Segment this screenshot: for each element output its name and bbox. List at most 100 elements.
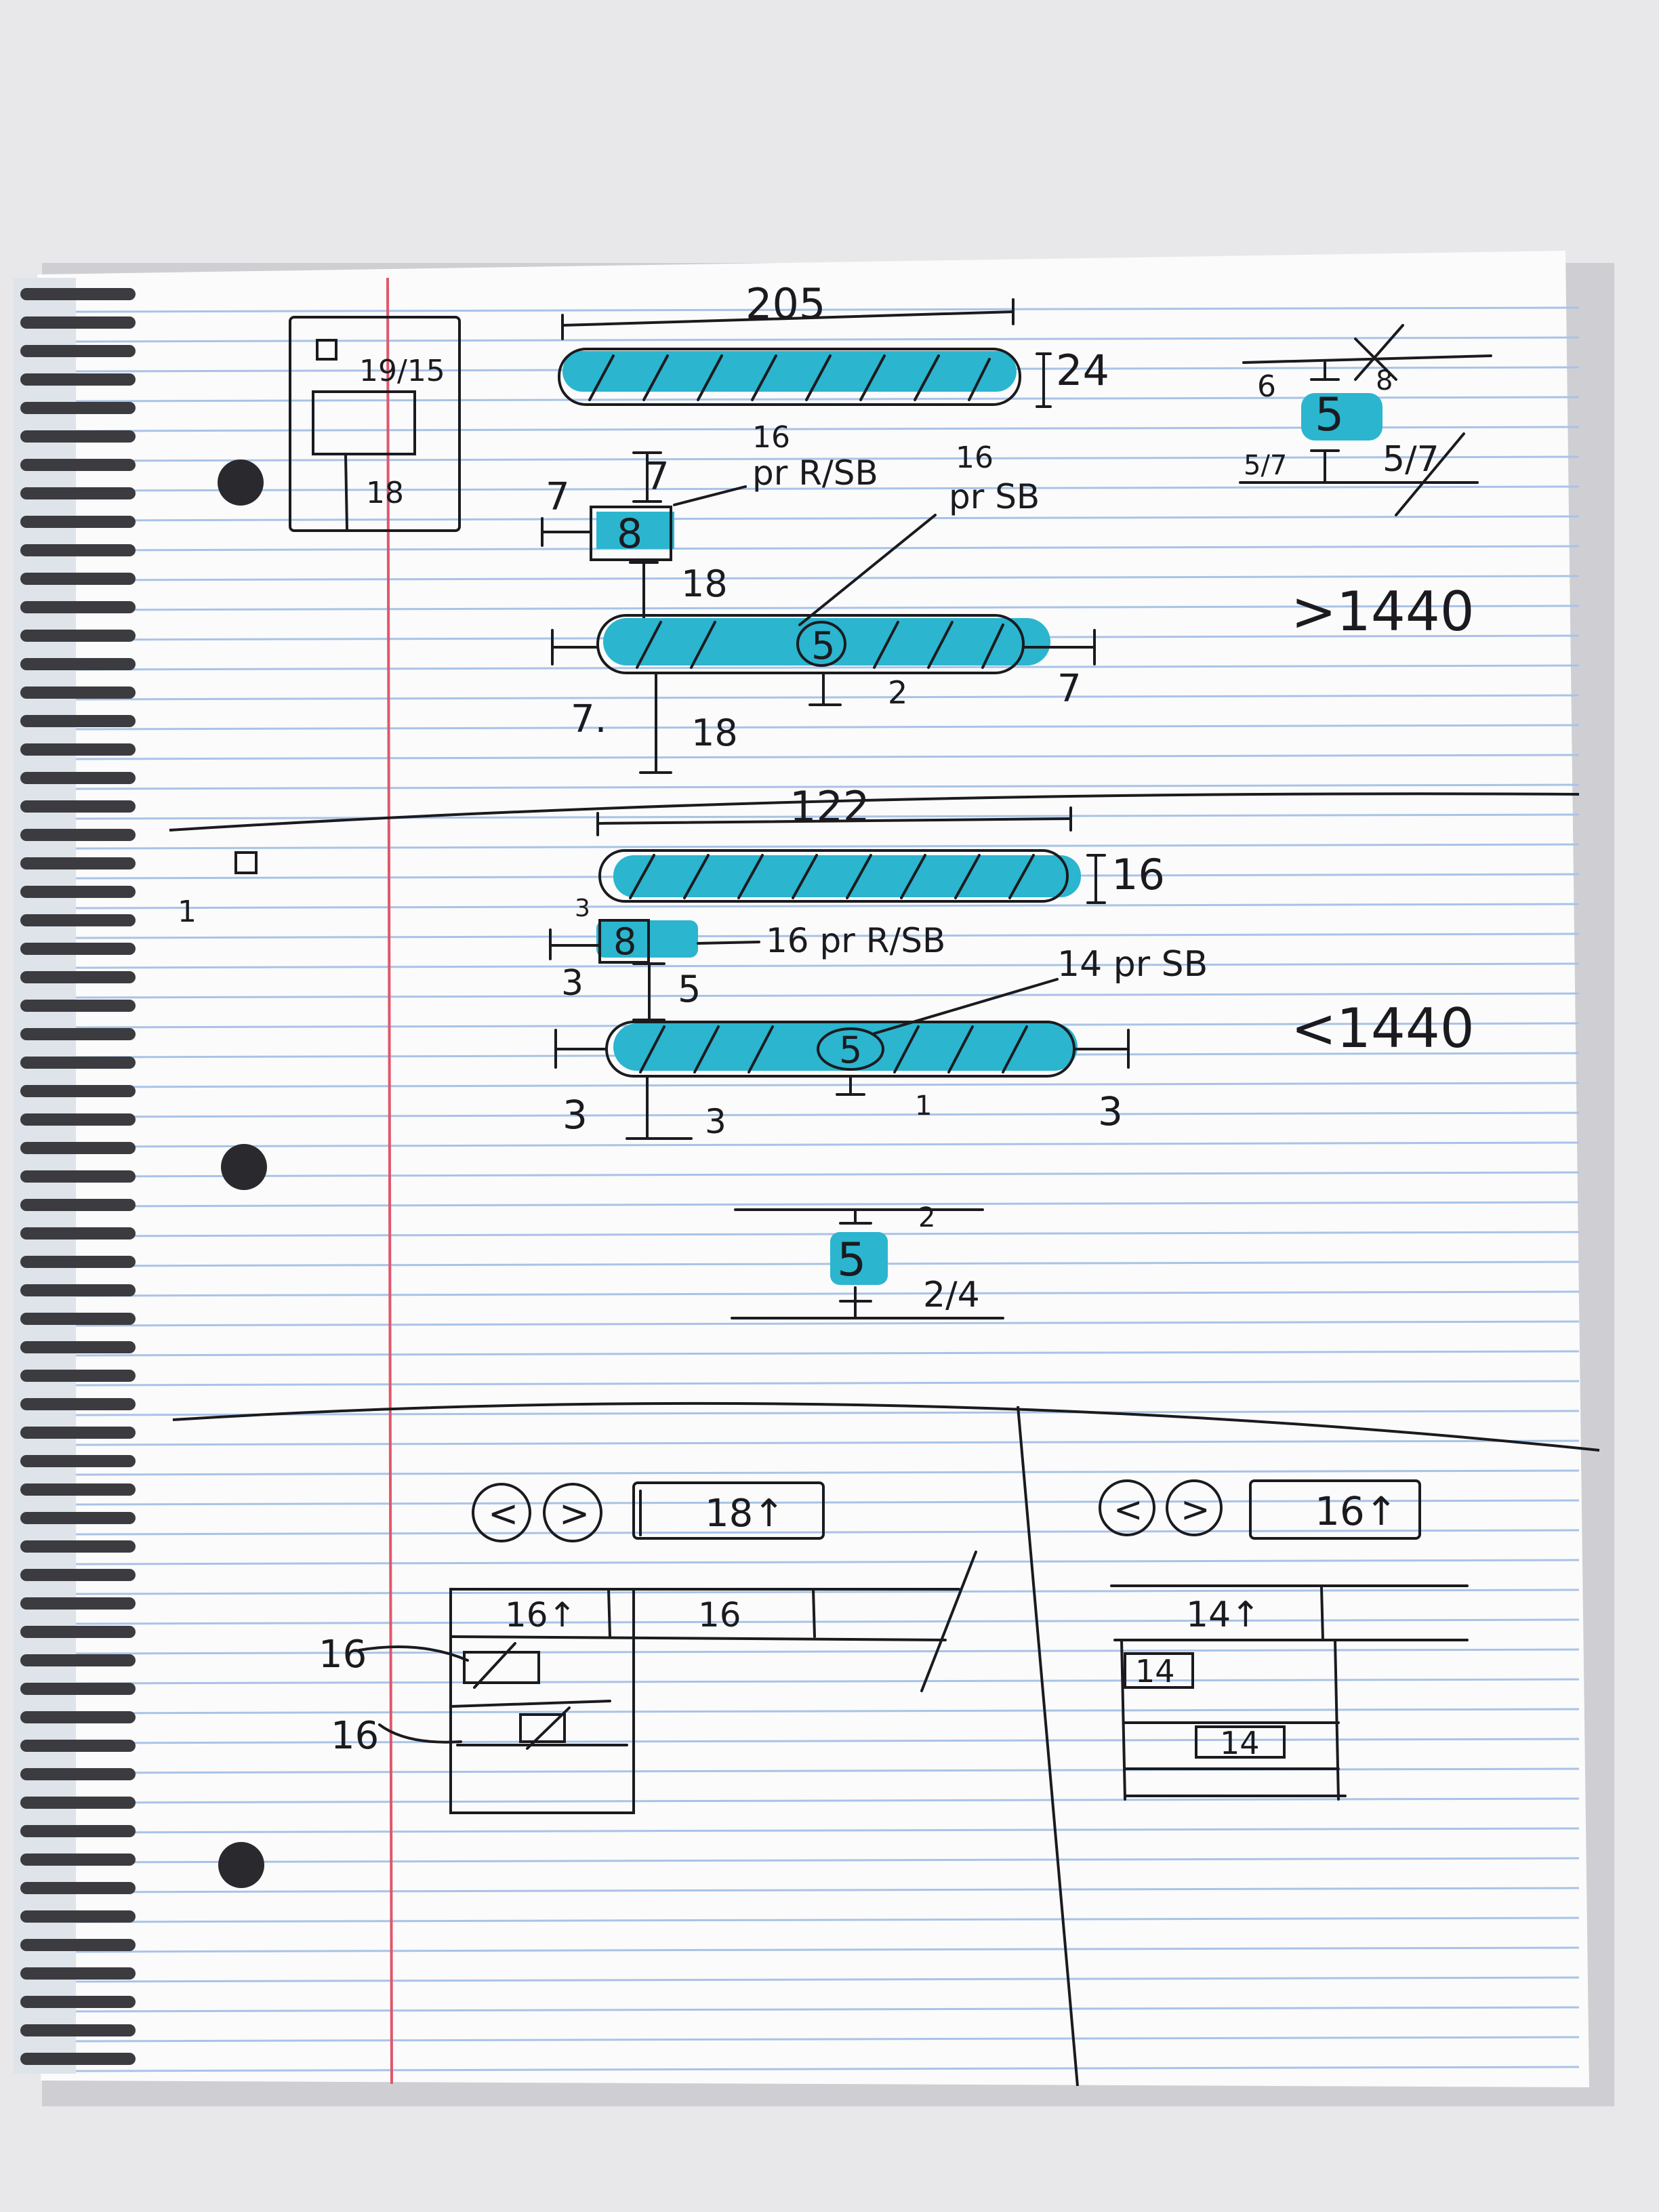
rule-line (75, 1559, 1580, 1565)
mid-title-highlight (613, 855, 1081, 897)
icon-top-margin-mark (632, 451, 662, 503)
punch-hole-middle (221, 1144, 267, 1190)
br-date-field-outline (1249, 1479, 1421, 1540)
ruled-lines (75, 306, 1580, 2072)
spiral-coil (20, 687, 136, 699)
mid-pill-left-label: 3 (562, 1092, 588, 1138)
spiral-coil (20, 373, 136, 386)
spiral-coil (20, 316, 136, 329)
title-bar-outline (558, 348, 1021, 406)
spiral-coil (20, 1427, 136, 1439)
bl-chip-2-strike (526, 1706, 571, 1750)
divider-vertical (1017, 1406, 1079, 2087)
spiral-coil (20, 630, 136, 642)
rule-line (75, 605, 1580, 611)
pill-number-circle (796, 621, 846, 667)
spiral-coil (20, 1853, 136, 1866)
spiral-coil (20, 1313, 136, 1325)
detail-top-spacing (1310, 361, 1340, 381)
pill-left-margin-mark (551, 629, 599, 665)
rule-line (75, 1917, 1580, 1923)
bl-table-header-1: 16↑ (505, 1595, 577, 1635)
spiral-coil (20, 943, 136, 955)
title-bar-highlight (562, 351, 1017, 392)
rule-line (75, 724, 1580, 731)
mid-detail-bottom-spacing (839, 1286, 872, 1319)
spiral-coil (20, 1910, 136, 1923)
spiral-coil (20, 1483, 136, 1496)
title-width-label: 205 (745, 279, 825, 329)
spiral-coil (20, 1085, 136, 1097)
spiral-coil (20, 1967, 136, 1980)
mid-icon-side-margin (549, 928, 601, 960)
mid-icon-outline (598, 919, 650, 964)
mid-width-dimension (596, 817, 1072, 825)
bl-table-header-2: 16 (698, 1595, 741, 1635)
mid-detail-bottom-label: 2/4 (923, 1275, 980, 1315)
spacing-1-label: 18 (681, 562, 728, 605)
spiral-binding (20, 288, 136, 2065)
rule-line (75, 754, 1580, 760)
rule-line (75, 306, 1580, 313)
rule-line (75, 1350, 1580, 1357)
mid-detail-value-label: 5 (837, 1233, 866, 1287)
pill-bottom-spacing-mark (639, 672, 672, 774)
mid-spacing-1-label: 5 (678, 968, 701, 1010)
spiral-coil (20, 857, 136, 869)
rule-line (75, 783, 1580, 790)
pill-hatching (636, 621, 1004, 669)
spiral-coil (20, 1825, 136, 1837)
spiral-coil (20, 1341, 136, 1353)
mid-pill-hatching (639, 1025, 1028, 1073)
bl-next-button: > (559, 1492, 590, 1535)
rule-line (75, 575, 1580, 581)
bl-event-chip-1 (463, 1651, 540, 1684)
mid-checkbox-sketch (234, 851, 258, 874)
icon-value-label: 8 (617, 510, 642, 558)
rule-line (75, 1141, 1580, 1148)
title-height-bracket (1036, 352, 1052, 408)
bl-row-label-2: 16 (331, 1714, 379, 1758)
rule-line (75, 1827, 1580, 1834)
pill-right-label: 7 (1057, 667, 1082, 711)
bl-row-line-1 (449, 1700, 611, 1708)
spiral-coil (20, 1455, 136, 1467)
spiral-coil (20, 2024, 136, 2036)
mid-pill-number-circle (817, 1027, 884, 1071)
mid-margin-mark: 1 (178, 895, 197, 929)
spiral-coil (20, 1939, 136, 1951)
phone-frame-bottom-label: 18 (366, 476, 404, 510)
mid-pill-font-label: 14 pr SB (1057, 944, 1208, 985)
spiral-coil (20, 1569, 136, 1581)
phone-frame-stem (344, 453, 348, 530)
rule-line (75, 694, 1580, 701)
detail-strike-bottom (1395, 432, 1465, 516)
mid-pill-highlight (613, 1023, 1078, 1071)
icon-top-margin-label: 7 (645, 455, 670, 499)
pill-highlight (603, 618, 1050, 665)
rule-line (75, 1618, 1580, 1625)
icon-side-margin-label: 7 (546, 475, 570, 519)
spiral-coil (20, 1057, 136, 1069)
title-height-label: 24 (1056, 346, 1109, 395)
mid-icon-top-label: 3 (575, 895, 590, 922)
spiral-coil (20, 516, 136, 528)
detail-bottom-right-label: 5/7 (1382, 439, 1439, 480)
br-table-left (1120, 1639, 1126, 1801)
rule-line (75, 485, 1580, 492)
spiral-coil (20, 2053, 136, 2065)
punch-hole-top (218, 459, 264, 506)
mid-icon-font-label: 16 pr R/SB (766, 921, 945, 960)
icon-label-leader (673, 485, 747, 506)
phone-frame-label: 19/15 (359, 354, 445, 388)
spiral-coil (20, 402, 136, 414)
pill-font-suffix: pr SB (949, 477, 1040, 516)
br-next-button: > (1181, 1490, 1210, 1530)
rule-line (75, 1439, 1580, 1446)
mid-icon-value-label: 8 (613, 920, 636, 963)
spiral-coil (20, 288, 136, 300)
br-table-header: 14↑ (1186, 1595, 1261, 1635)
rule-line (75, 2066, 1580, 2072)
mid-title-hatching (629, 854, 1035, 899)
title-width-dimension (561, 310, 1015, 327)
